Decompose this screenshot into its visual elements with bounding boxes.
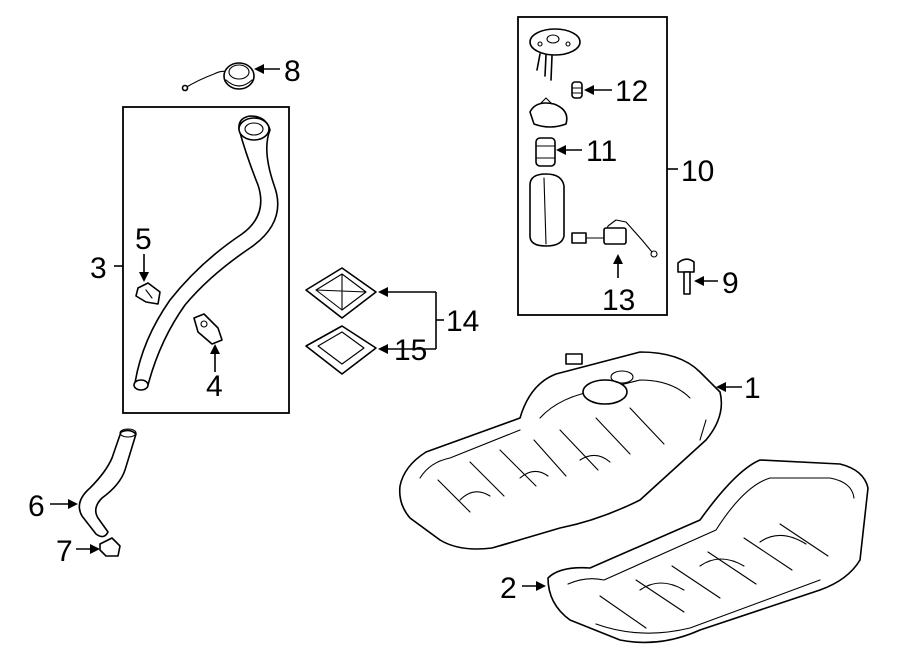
callout-13: 13 (602, 284, 635, 317)
callout-8: 8 (284, 55, 301, 88)
pressure-regulator-drawing (571, 81, 583, 99)
callout-7: 7 (56, 535, 73, 568)
fuel-pump-group-box (517, 16, 668, 316)
callout-9: 9 (722, 267, 739, 300)
fuel-pump-drawing (535, 137, 556, 167)
module-cover-gasket-drawing (305, 267, 377, 319)
fuel-cap-drawing (181, 62, 255, 92)
callout-4: 4 (206, 370, 223, 403)
callout-2: 2 (500, 572, 517, 605)
callout-15: 15 (394, 334, 427, 367)
pump-retainer-drawing (529, 97, 568, 128)
pump-wiring-harness-drawing (571, 219, 658, 258)
filler-neck-drawing (133, 115, 279, 391)
module-seal-drawing (305, 325, 377, 375)
callout-12: 12 (615, 75, 648, 108)
filler-neck-clip-drawing (135, 282, 161, 305)
hose-clamp-drawing (99, 537, 121, 557)
callout-10: 10 (681, 155, 714, 188)
callout-14: 14 (446, 305, 479, 338)
pump-reservoir-drawing (529, 173, 565, 247)
callout-3: 3 (90, 252, 107, 285)
sending-unit-bolt-drawing (677, 258, 695, 295)
callout-6: 6 (28, 490, 45, 523)
pump-module-flange-drawing (529, 28, 581, 81)
tank-skid-plate-drawing (547, 459, 869, 644)
callout-1: 1 (744, 372, 761, 405)
fuel-tank-drawing (398, 351, 723, 550)
callout-5: 5 (135, 223, 152, 256)
filler-neck-group-box (122, 106, 290, 414)
filler-neck-bracket-drawing (193, 313, 223, 345)
callout-11: 11 (586, 135, 617, 168)
filler-hose-drawing (78, 428, 137, 538)
